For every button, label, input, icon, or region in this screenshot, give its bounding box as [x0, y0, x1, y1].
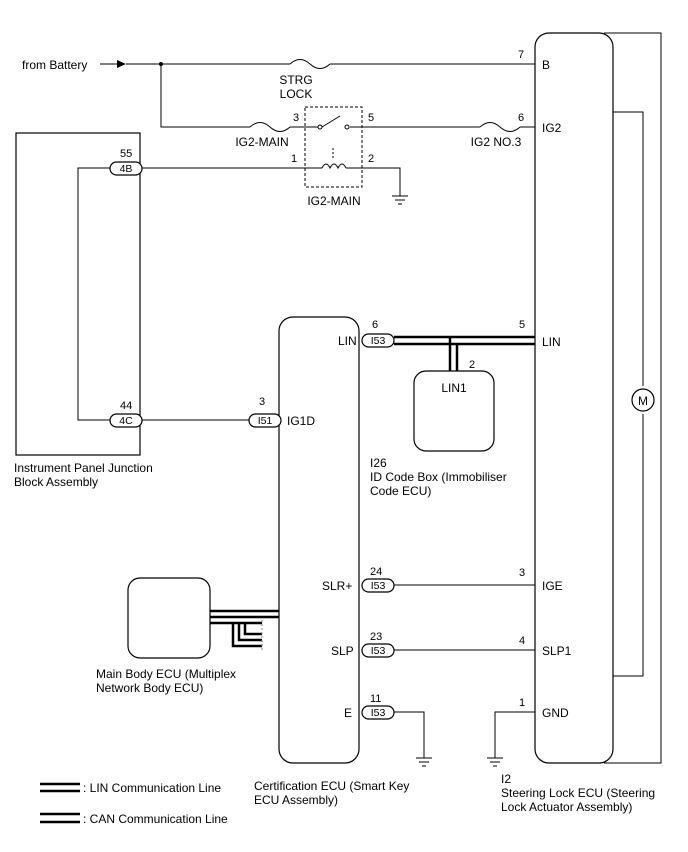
motor-label: M — [638, 394, 648, 408]
ig2-main-relay-outline — [304, 106, 363, 188]
cert-pin-e: 11 — [370, 693, 381, 705]
e-ground-wire — [394, 711, 425, 758]
sl-ecu-name-1: Steering Lock ECU (Steering — [501, 786, 655, 800]
strg-lock-label-2: LOCK — [280, 87, 313, 101]
cert-ecu-name-2: ECU Assembly) — [254, 793, 338, 807]
id-code-box-name-2: Code ECU) — [370, 484, 431, 498]
sl-pin-lin: 5 — [519, 319, 525, 331]
cert-ecu-name-1: Certification ECU (Smart Key — [254, 779, 409, 793]
ipjb-pin-55: 55 — [120, 148, 132, 160]
relay-contact-right — [344, 124, 350, 130]
ig2-wire — [160, 64, 535, 128]
main-body-ecu-name-2: Network Body ECU) — [96, 681, 203, 695]
legend-can-label: : CAN Communication Line — [83, 812, 228, 826]
conn-4b-label: 4B — [120, 163, 133, 175]
sl-ecu-name-2: Lock Actuator Assembly) — [501, 800, 632, 814]
relay-coil-icon — [321, 163, 347, 170]
strg-lock-label-1: STRG — [279, 73, 312, 87]
ig2-main-fuse-icon — [249, 122, 291, 132]
cert-pin-lin: 6 — [372, 319, 378, 331]
cert-pin-slp: 23 — [370, 631, 382, 643]
connector-4b — [109, 161, 143, 176]
main-body-ecu-box — [127, 577, 211, 659]
sl-term-slp1: SLP1 — [542, 644, 572, 658]
cert-pin-ig1d: 3 — [259, 396, 265, 408]
ig2-main-relay-label: IG2-MAIN — [307, 194, 360, 208]
sl-term-b: B — [542, 58, 550, 72]
conn-i53-lin-label: I53 — [371, 335, 386, 347]
relay-switch-icon — [321, 115, 341, 128]
sl-ecu-code: I2 — [501, 772, 511, 786]
connector-i53-lin — [361, 333, 395, 348]
battery-arrow-icon — [117, 60, 126, 68]
conn-i53-slp-label: I53 — [371, 645, 386, 657]
conn-i51-label: I51 — [258, 415, 273, 427]
id-code-box-code: I26 — [370, 456, 387, 470]
relay-pin-3: 3 — [293, 112, 299, 124]
connector-4c — [109, 413, 143, 428]
relay-pin-2: 2 — [368, 153, 374, 165]
ipjb-name-2: Block Assembly — [14, 475, 98, 489]
ipjb-name-1: Instrument Panel Junction — [14, 461, 153, 475]
ipjb-pin-44: 44 — [120, 400, 132, 412]
ig2-main-fuse-label: IG2-MAIN — [235, 135, 288, 149]
sl-pin-b: 7 — [518, 49, 524, 61]
sl-pin-ige: 3 — [519, 567, 525, 579]
certification-ecu-box — [278, 316, 360, 764]
cert-term-ig1d: IG1D — [287, 414, 315, 428]
legend-lin-symbol — [40, 782, 80, 793]
legend-lin-label: : LIN Communication Line — [83, 781, 221, 795]
sl-term-ig2: IG2 — [542, 121, 562, 135]
gnd-ground-icon — [487, 757, 503, 767]
lin1-pin: 2 — [469, 359, 475, 371]
sl-pin-slp1: 4 — [519, 635, 525, 647]
legend-can-symbol — [40, 812, 80, 824]
cert-term-lin: LIN — [338, 334, 357, 348]
cert-term-slp: SLP — [331, 644, 354, 658]
strg-lock-fuse-icon — [289, 59, 331, 69]
motor-icon — [631, 388, 655, 412]
gnd-wire — [494, 711, 535, 758]
conn-i53-e-label: I53 — [371, 707, 386, 719]
relay-pin-5: 5 — [368, 112, 374, 124]
id-code-box-name-1: ID Code Box (Immobiliser — [370, 470, 507, 484]
main-body-ecu-name-1: Main Body ECU (Multiplex — [96, 667, 236, 681]
steering-lock-ecu-box — [534, 32, 614, 764]
relay-ground-icon — [392, 195, 408, 205]
cert-pin-slr: 24 — [370, 566, 382, 578]
motor-wire — [613, 111, 644, 677]
sl-pin-ig2: 6 — [518, 112, 524, 124]
steering-lock-actuator-outline — [604, 32, 662, 764]
conn-i53-slr-label: I53 — [371, 580, 386, 592]
sl-term-lin: LIN — [542, 335, 561, 349]
e-ground-icon — [416, 757, 432, 767]
lin1-box — [413, 370, 495, 452]
relay-coil-wire — [140, 167, 401, 196]
connector-i51 — [248, 413, 282, 428]
sl-term-gnd: GND — [542, 706, 569, 720]
lin1-label: LIN1 — [441, 381, 467, 395]
cert-term-e: E — [344, 706, 352, 720]
can-bus — [210, 609, 279, 650]
relay-contact-left — [317, 124, 323, 130]
sl-term-ige: IGE — [542, 579, 563, 593]
ipjb-internal-wire — [77, 167, 140, 421]
cert-term-slr: SLR+ — [322, 579, 352, 593]
ig2-no3-fuse-icon — [479, 122, 521, 132]
relay-pin-1: 1 — [291, 153, 297, 165]
ig2-no3-fuse-label: IG2 NO.3 — [471, 135, 522, 149]
from-battery-label: from Battery — [22, 58, 87, 72]
conn-4c-label: 4C — [119, 415, 133, 427]
lin-bus — [394, 335, 535, 371]
sl-pin-gnd: 1 — [519, 697, 525, 709]
